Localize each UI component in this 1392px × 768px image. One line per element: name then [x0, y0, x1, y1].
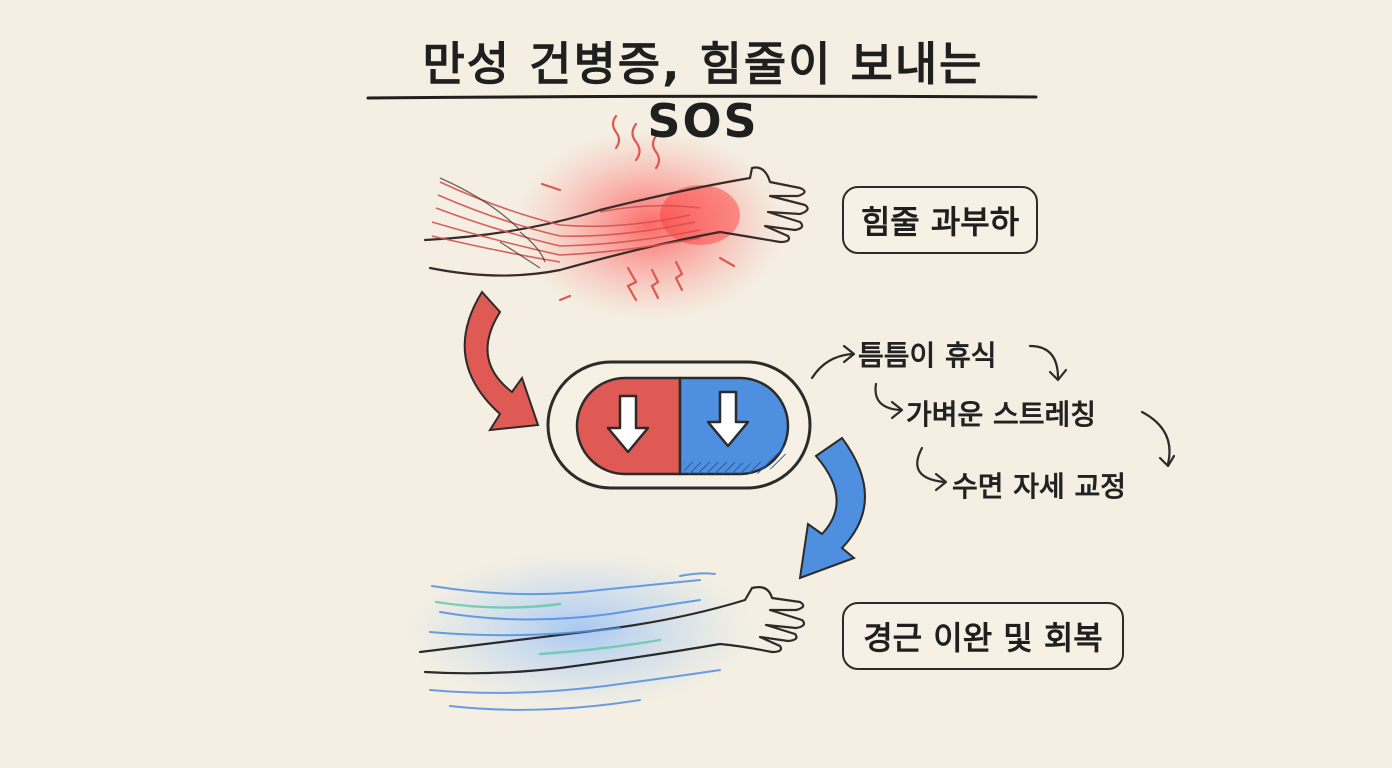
connector-arrow	[1140, 410, 1171, 466]
down-arrow-icon	[606, 394, 650, 454]
connector-arrow	[1028, 344, 1060, 380]
step-stretching: 가벼운 스트레칭	[906, 398, 1097, 431]
step-sleep-posture: 수면 자세 교정	[952, 470, 1127, 503]
title-underline	[366, 94, 1038, 100]
connector-arrow	[874, 382, 902, 412]
down-arrow-icon	[706, 390, 750, 448]
red-flow-arrow	[463, 290, 540, 432]
connector-arrow	[842, 344, 856, 364]
connector-arrow	[934, 472, 948, 492]
step-rest: 틈틈이 휴식	[858, 339, 997, 372]
connector-arrow	[1158, 454, 1176, 468]
inflamed-arm-icon	[423, 114, 809, 320]
page-title: 만성 건병증, 힘줄이 보내는 SOS	[422, 37, 984, 148]
blue-flow-arrow	[798, 436, 866, 580]
connector-arrow	[1048, 368, 1068, 382]
connector-arrow	[890, 400, 904, 420]
capsule-icon	[546, 360, 812, 490]
connector-arrow	[916, 446, 946, 484]
relaxed-arm-icon	[405, 550, 806, 711]
recovery-label: 경근 이완 및 회복	[842, 602, 1124, 670]
overload-label: 힘줄 과부하	[842, 186, 1038, 254]
connector-arrow	[810, 352, 854, 380]
